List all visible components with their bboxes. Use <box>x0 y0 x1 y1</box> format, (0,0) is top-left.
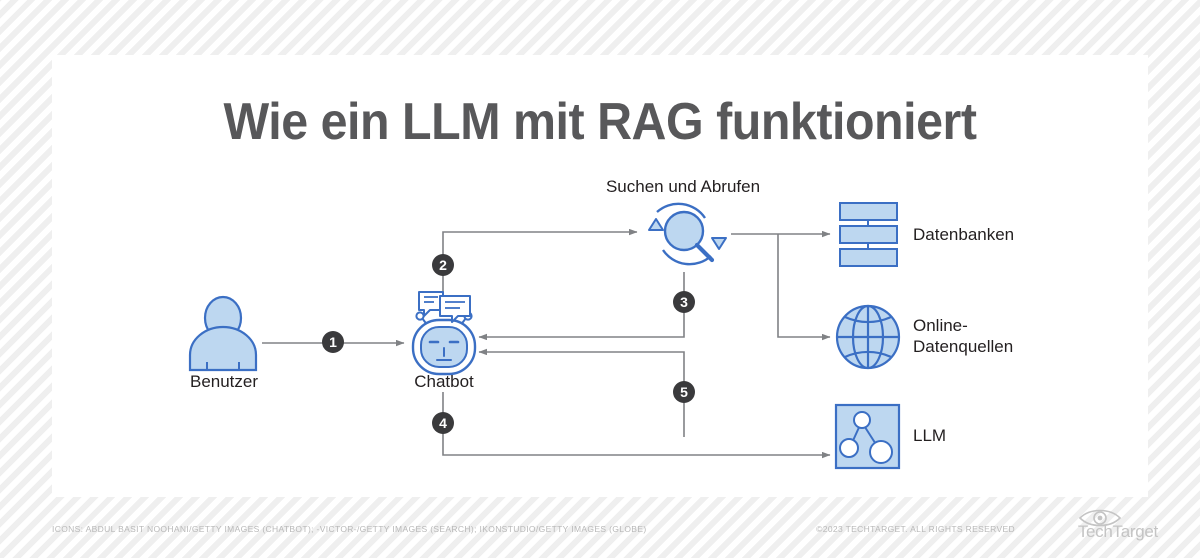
techtarget-eye-icon <box>1078 509 1122 527</box>
online-sources-label-line1: Online- <box>913 316 968 335</box>
techtarget-wordmark: TechTarget <box>1077 522 1158 541</box>
user-node-label: Benutzer <box>189 372 259 391</box>
page-title: Wie ein LLM mit RAG funktioniert <box>223 93 977 151</box>
copyright-notice: ©2023 TECHTARGET. ALL RIGHTS RESERVED <box>816 524 1015 534</box>
chatbot-node-label: Chatbot <box>414 372 474 391</box>
search-node-label: Suchen und Abrufen <box>605 177 761 196</box>
online-sources-label-line2: Datenquellen <box>913 337 1014 357</box>
online-sources-node-label: Online- Datenquellen <box>913 315 1013 358</box>
icon-credits: ICONS: ABDUL BASIT NOOHANI/GETTY IMAGES … <box>52 524 647 534</box>
content-card: Wie ein LLM mit RAG funktioniert <box>52 55 1148 497</box>
llm-node-label: LLM <box>913 426 947 445</box>
databases-node-label: Datenbanken <box>913 225 1015 244</box>
